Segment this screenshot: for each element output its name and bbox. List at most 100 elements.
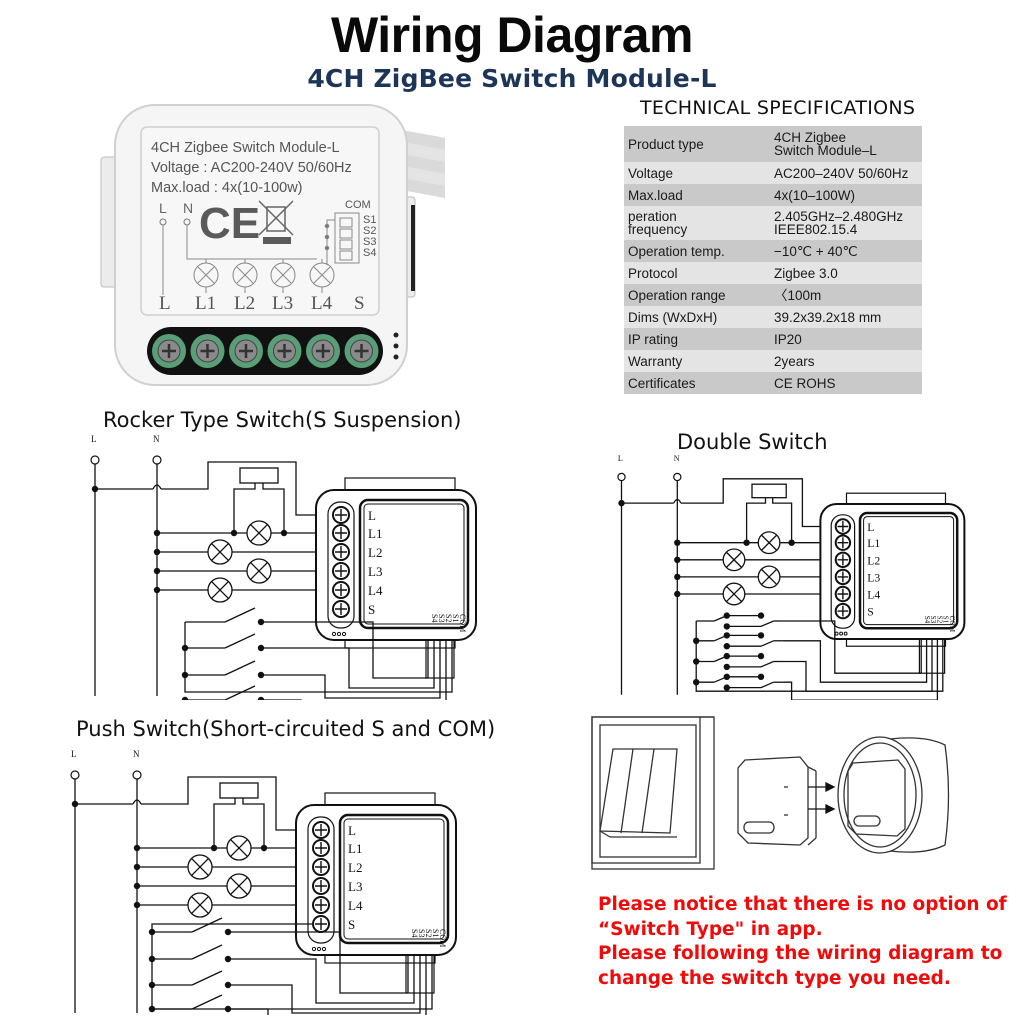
junction-dot <box>723 643 730 650</box>
spec-key: Protocol <box>628 265 678 281</box>
live-line-label: L <box>618 454 623 463</box>
spec-key: Product type <box>628 136 704 152</box>
spec-key: Voltage <box>628 165 674 181</box>
neutral-terminal-icon <box>152 455 162 465</box>
terminal-label: L <box>159 293 171 314</box>
com-block-label: S4 <box>923 616 931 624</box>
terminal-label: L2 <box>368 545 382 560</box>
bulb-icon <box>246 520 272 546</box>
bulb-icon <box>757 565 781 589</box>
terminal-label: L2 <box>867 554 880 567</box>
live-line-label: L <box>91 434 97 444</box>
junction-dot <box>723 684 730 691</box>
terminal-label: L <box>867 521 874 534</box>
terminal-label: L1 <box>368 526 382 541</box>
spec-value: CE ROHS <box>774 375 836 391</box>
spec-key: IP rating <box>628 331 679 347</box>
wall-box-icon <box>837 736 950 854</box>
junction-dot <box>674 573 681 581</box>
com-block-label: S4 <box>430 614 439 622</box>
junction-dot <box>757 652 765 660</box>
terminal-screws <box>152 334 379 368</box>
terminal-label: L3 <box>348 879 362 894</box>
junction-dot <box>230 529 238 537</box>
notice-line: Please notice that there is no option of <box>598 894 1007 915</box>
specs-heading: TECHNICAL SPECIFICATIONS <box>640 97 916 119</box>
notice-line: “Switch Type" in app. <box>598 918 823 940</box>
junction-dot <box>674 556 681 563</box>
neutral-line-label: N <box>153 434 160 444</box>
junction-dot <box>757 612 765 619</box>
bulb-icon <box>226 835 252 861</box>
com-block-label: S1 <box>942 616 950 624</box>
com-block-label: S4 <box>410 929 419 937</box>
terminal-label: L4 <box>368 583 383 598</box>
switch-type-notice: Please notice that there is no option of… <box>598 893 1018 991</box>
terminal-label: S <box>354 293 365 314</box>
com-block-label: S2 <box>424 929 433 937</box>
com-block-label: S2 <box>935 616 943 624</box>
com-block-label: S1 <box>431 929 440 937</box>
s3-label: S3 <box>363 236 376 248</box>
bulb-icon <box>722 582 746 606</box>
junction-dot <box>757 673 765 680</box>
terminal-label: S <box>368 602 375 617</box>
com-block-label: S2 <box>444 614 453 622</box>
switch-box-icon <box>239 467 279 484</box>
live-terminal-icon <box>617 472 626 482</box>
junction-dot <box>723 623 730 630</box>
module-label-voltage: Voltage : AC200-240V 50/60Hz <box>151 160 352 176</box>
bulb-icon <box>187 854 213 880</box>
double-diagram-title: Double Switch <box>677 430 828 454</box>
neutral-terminal-icon <box>132 770 142 780</box>
spec-key: Dims (WxDxH) <box>628 309 718 325</box>
spec-value: 39.2x39.2x18 mm <box>774 309 882 325</box>
terminal-label: L2 <box>348 860 362 875</box>
junction-dot <box>674 539 681 546</box>
junction-dot <box>723 673 730 680</box>
terminal-label: L1 <box>867 537 880 550</box>
page-title: Wiring Diagram <box>330 7 694 63</box>
terminal-label: L <box>348 823 356 838</box>
switch-box-icon <box>219 782 259 799</box>
junction-dot <box>181 696 189 700</box>
bulb-icon <box>757 531 781 555</box>
s1-label: S1 <box>363 214 376 226</box>
live-terminal-icon <box>70 770 80 780</box>
spec-value: AC200–240V 50/60Hz <box>774 165 909 181</box>
spec-value: Zigbee 3.0 <box>774 265 838 281</box>
junction-dot <box>210 844 218 852</box>
spec-key: Operation temp. <box>628 243 725 259</box>
com-label: COM <box>345 199 371 211</box>
spec-value: 4x(10–100W) <box>774 187 856 203</box>
junction-dot <box>674 590 681 598</box>
installation-illustration <box>591 716 950 870</box>
spec-value: 2years <box>774 353 815 369</box>
junction-dot <box>723 652 730 660</box>
notice-line: change the switch type you need. <box>598 967 951 989</box>
wall-switch-icon <box>591 716 715 870</box>
neutral-line-label: N <box>674 454 680 463</box>
spec-row: Operation range〈100m <box>624 284 922 306</box>
terminal-label: L4 <box>311 293 333 314</box>
bulb-icon <box>226 873 252 899</box>
bulb-icon <box>187 892 213 918</box>
com-switch-block <box>324 212 360 265</box>
com-block-label: COM <box>458 614 467 632</box>
module-live-label: L <box>159 200 167 216</box>
junction-dot <box>723 632 730 639</box>
com-block-label: COM <box>948 616 956 633</box>
terminal-label: L3 <box>867 571 880 584</box>
module-neutral-label: N <box>183 200 193 216</box>
bulb-icon <box>207 539 233 565</box>
terminal-label: L <box>368 508 376 523</box>
live-line-label: L <box>71 749 77 759</box>
terminal-label: S <box>867 606 874 619</box>
module-label-load: Max.load : 4x(10-100w) <box>151 180 303 196</box>
s4-label: S4 <box>363 247 376 259</box>
switch-box-icon <box>751 483 787 499</box>
ce-mark-icon: CE <box>199 199 260 248</box>
com-block-label: S3 <box>929 616 937 624</box>
